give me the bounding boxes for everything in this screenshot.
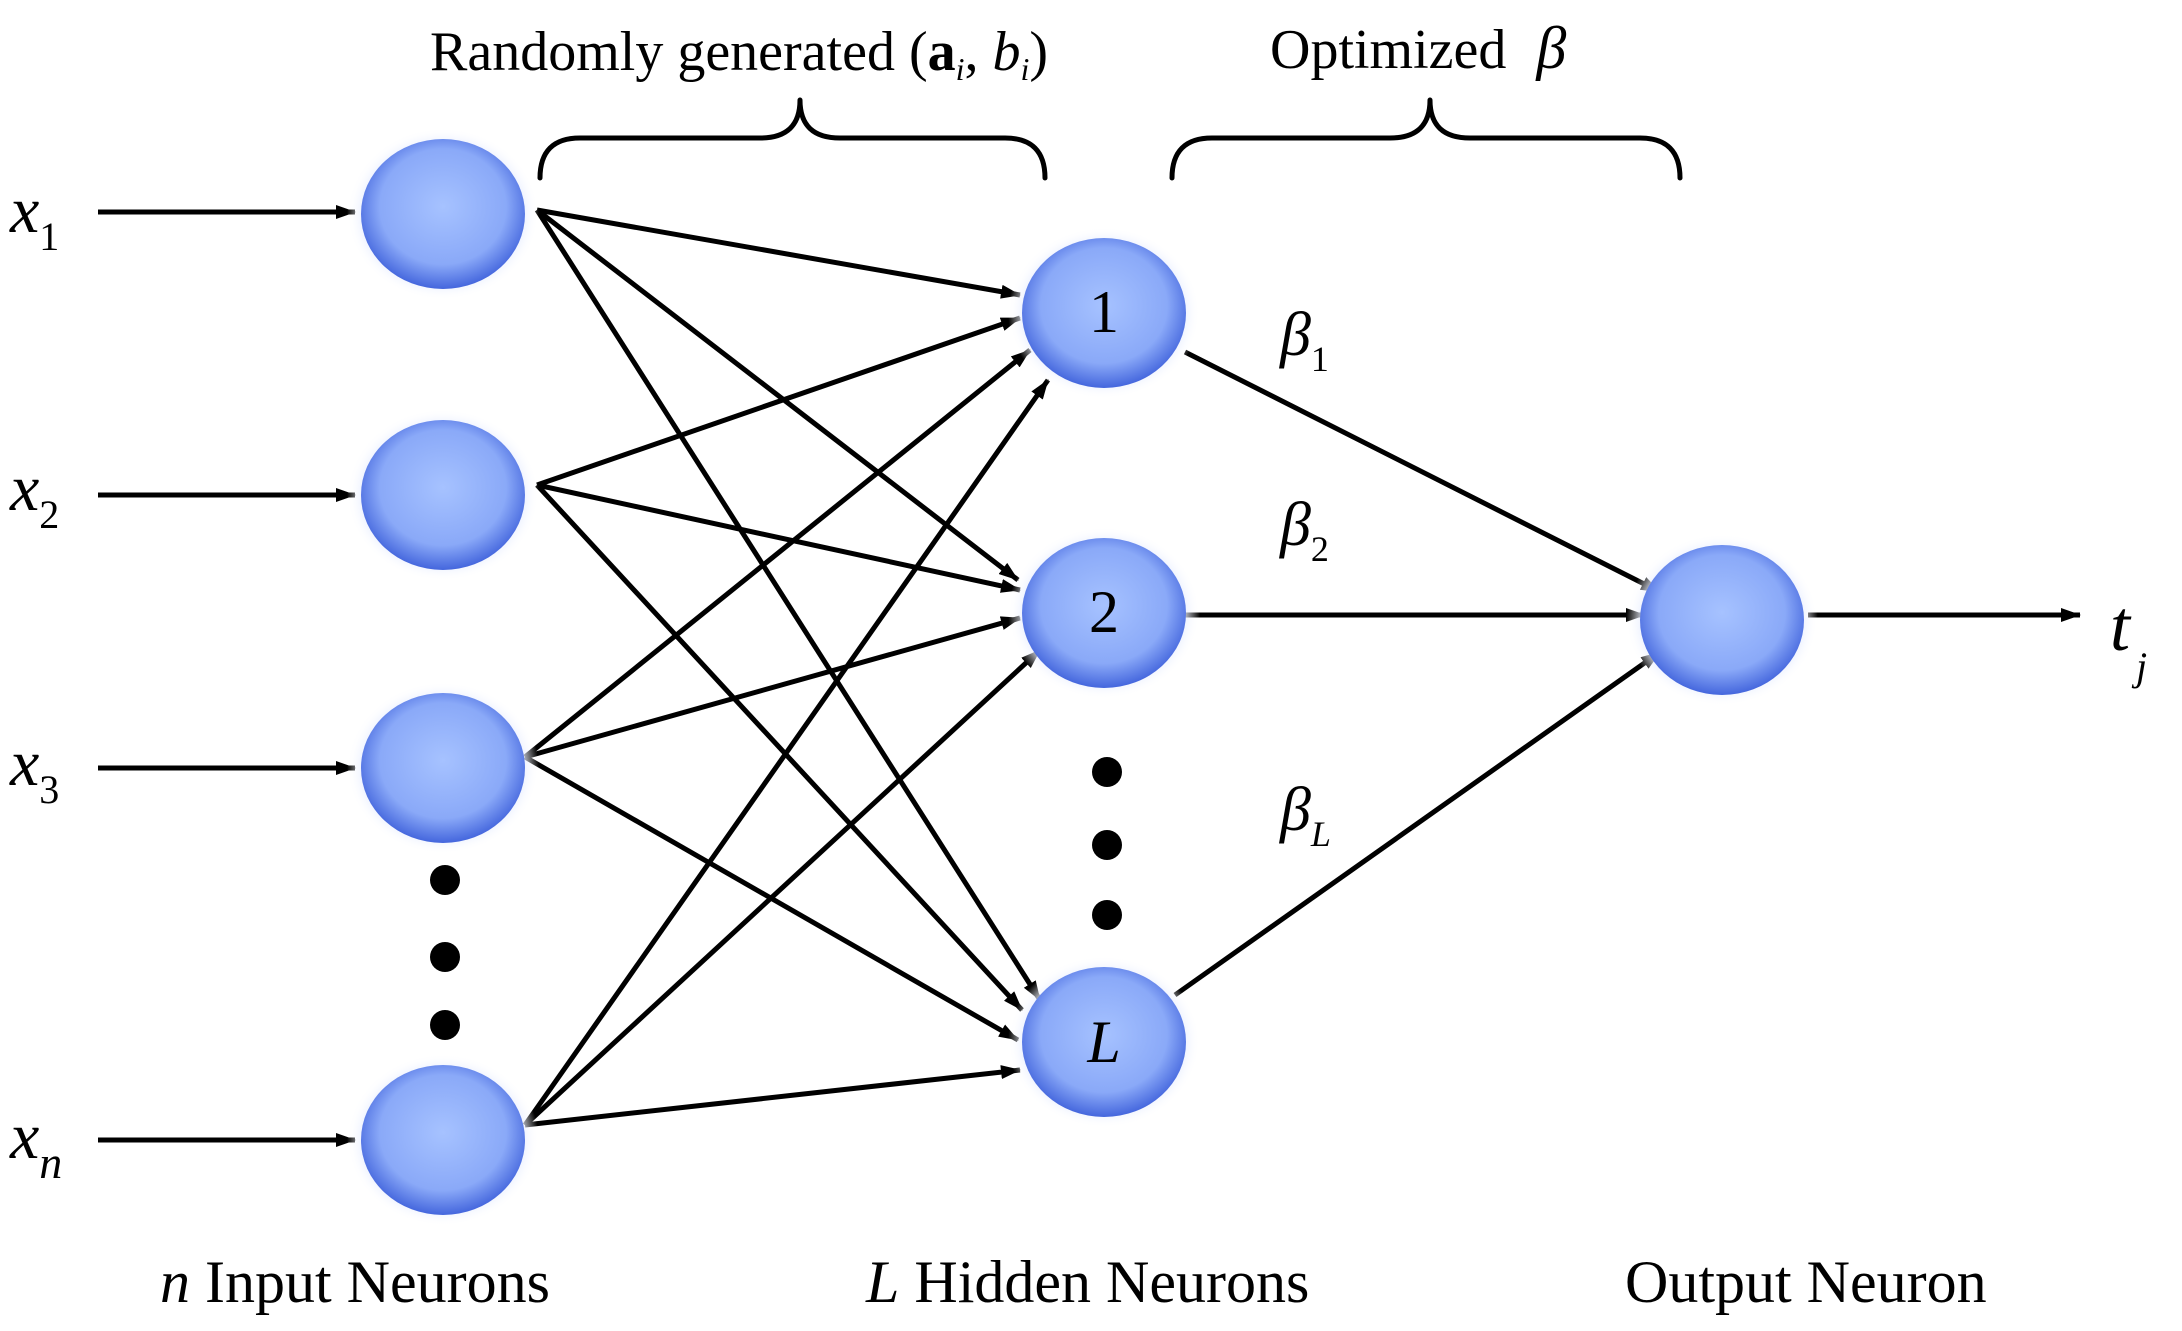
edge-hL-out bbox=[1173, 649, 1662, 998]
edge-x2-h2 bbox=[536, 482, 1021, 593]
input-neuron-n-circle bbox=[361, 1065, 525, 1215]
optimized-weights-brace bbox=[1169, 97, 1683, 181]
input-label-xn: xn bbox=[9, 1100, 62, 1188]
input-neuron-1 bbox=[347, 128, 539, 300]
hidden-output-connections bbox=[1173, 349, 1662, 998]
edge-xn-h2 bbox=[523, 648, 1042, 1127]
input-hidden-connections bbox=[522, 207, 1051, 1128]
edge-xn-hL bbox=[524, 1065, 1021, 1128]
input-neuron-n bbox=[347, 1054, 539, 1226]
edge-x1-h2 bbox=[535, 208, 1020, 582]
hidden-neuron-1-label: 1 bbox=[1089, 279, 1119, 345]
random-weights-brace bbox=[537, 97, 1048, 181]
hidden-neuron-L: L bbox=[1008, 956, 1200, 1128]
input-label-x2: x2 bbox=[9, 452, 59, 537]
edge-x2-h1 bbox=[536, 315, 1021, 488]
edge-x3-h2 bbox=[524, 615, 1021, 760]
edge-x1-h1 bbox=[536, 207, 1021, 299]
edge-x1-hL bbox=[534, 208, 1043, 1002]
input-neuron-3 bbox=[347, 682, 539, 854]
output-target-label: tj bbox=[2110, 586, 2147, 689]
hidden-neurons-caption: L Hidden Neurons bbox=[865, 1249, 1309, 1315]
input-neuron-3-circle bbox=[361, 693, 525, 843]
beta-2-label: β2 bbox=[1279, 491, 1329, 569]
output-neuron bbox=[1626, 534, 1818, 706]
hidden-neurons: 1 2 L bbox=[1008, 227, 1200, 1128]
edge-x3-h1 bbox=[523, 348, 1032, 759]
hidden-neuron-L-label: L bbox=[1086, 1009, 1120, 1075]
input-label-x3: x3 bbox=[9, 727, 59, 812]
input-neuron-2 bbox=[347, 409, 539, 581]
edge-x2-hL bbox=[535, 483, 1024, 1012]
edge-h1-out bbox=[1183, 349, 1662, 595]
input-ellipsis-dots bbox=[430, 865, 460, 1040]
input-arrows bbox=[98, 205, 356, 1147]
input-neuron-2-circle bbox=[361, 420, 525, 570]
input-label-x1: x1 bbox=[9, 174, 59, 259]
output-weight-labels: β1 β2 βL bbox=[1279, 301, 1331, 854]
hidden-ellipsis-dots bbox=[1092, 757, 1122, 930]
beta-L-label: βL bbox=[1279, 776, 1331, 854]
hidden-neuron-1: 1 bbox=[1008, 227, 1200, 399]
hidden-neuron-2-label: 2 bbox=[1089, 579, 1119, 645]
beta-1-label: β1 bbox=[1279, 301, 1329, 379]
input-variable-labels: x1 x2 x3 xn bbox=[9, 174, 62, 1188]
edge-xn-h1 bbox=[522, 378, 1051, 1127]
hidden-neuron-2: 2 bbox=[1008, 527, 1200, 699]
input-neurons bbox=[347, 128, 539, 1226]
input-neuron-1-circle bbox=[361, 139, 525, 289]
output-neuron-caption: Output Neuron bbox=[1625, 1249, 1987, 1315]
random-generated-label: Randomly generated (ai, bi) bbox=[430, 21, 1048, 87]
input-neurons-caption: n Input Neurons bbox=[160, 1249, 550, 1315]
